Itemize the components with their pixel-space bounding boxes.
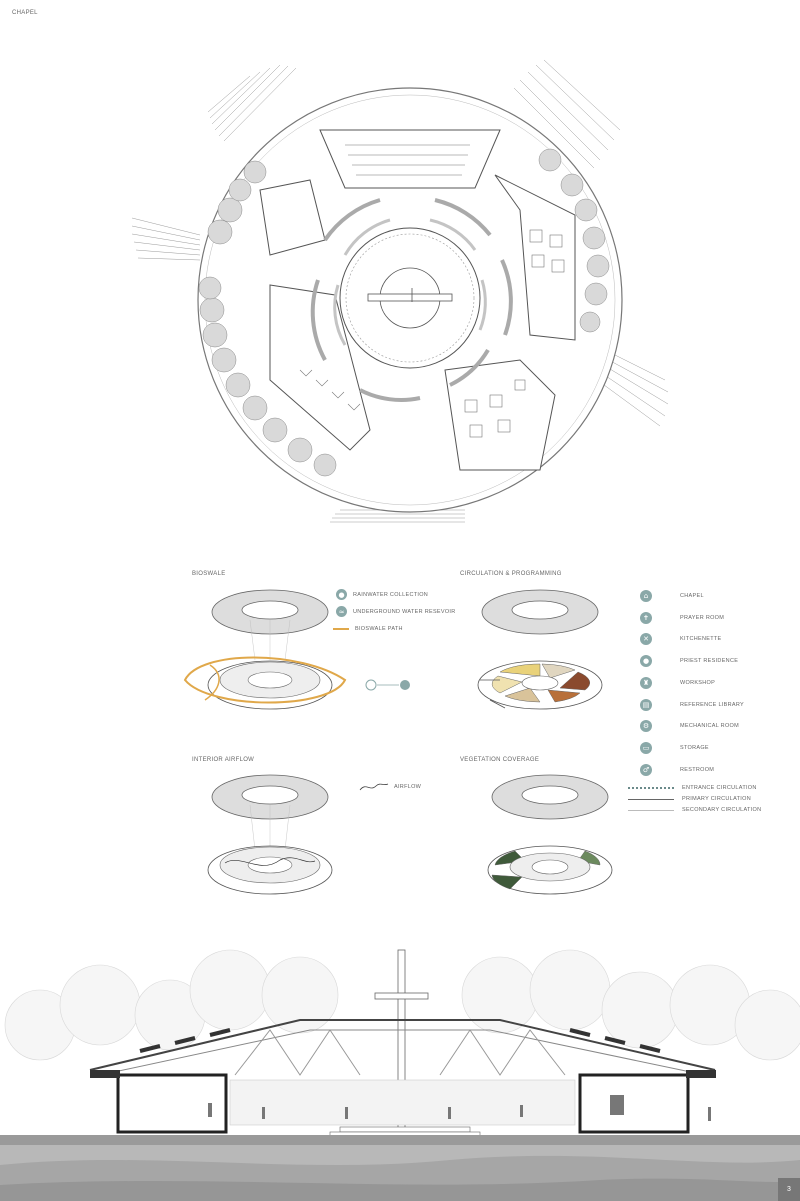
right-room: [578, 1073, 690, 1134]
legend-workshop: ♜ WORKSHOP: [640, 675, 715, 691]
airflow-legend: AIRFLOW: [358, 780, 421, 794]
legend-chapel: ⌂ CHAPEL: [640, 588, 704, 604]
airflow-diagram: [207, 774, 333, 895]
legend-storage: ▭ STORAGE: [640, 740, 709, 756]
bench-arcs: [310, 198, 513, 402]
workshop-icon: ♜: [640, 677, 652, 689]
gear-icon: ⚙: [640, 720, 652, 732]
cross-beam: [374, 992, 429, 1000]
circulation-diagram: [477, 589, 603, 710]
legend-primary-circulation: PRIMARY CIRCULATION: [628, 794, 751, 804]
people: [208, 1095, 711, 1121]
bioswale-diagram: [183, 589, 347, 710]
orange-line-swatch: [333, 628, 349, 630]
water-tank-icon: ≈: [336, 606, 347, 617]
page-number: 3: [778, 1178, 800, 1201]
bioswale-path-line: [183, 656, 347, 704]
bioswale-legend-path: BIOSWALE PATH: [333, 626, 403, 632]
trees-left: [198, 160, 337, 477]
prayer-icon: ✝: [640, 612, 652, 624]
furniture: [299, 144, 565, 438]
rain-drop-icon: ●: [336, 589, 347, 600]
ground-slab: [0, 1135, 800, 1145]
airflow-title: INTERIOR AIRFLOW: [192, 757, 255, 763]
legend-mechanical-room: ⚙ MECHANICAL ROOM: [640, 718, 739, 734]
bioswale-title: BIOSWALE: [192, 571, 226, 577]
chapel-floor-plan: [131, 59, 669, 523]
restroom-icon: ♂: [640, 764, 652, 776]
legend-kitchenette: ✕ KITCHENETTE: [640, 631, 722, 647]
plan-title: CHAPEL: [12, 10, 38, 16]
legend-prayer-room: ✝ PRAYER ROOM: [640, 610, 724, 626]
person-icon: ●: [640, 655, 652, 667]
fan-slats-top-left: [207, 64, 297, 142]
fan-slats-top-right: [513, 59, 621, 169]
box-icon: ▭: [640, 742, 652, 754]
bioswale-flow-icons: [365, 678, 415, 697]
background-trees: [4, 949, 800, 1061]
circulation-title: CIRCULATION & PROGRAMMING: [460, 571, 562, 577]
dotted-line-swatch: [628, 787, 674, 789]
bioswale-legend-rain: ● RAINWATER COLLECTION: [336, 589, 428, 600]
trees-right: [538, 148, 610, 333]
building-section: [0, 949, 800, 1201]
thin-line-swatch: [628, 809, 674, 811]
fan-slats-right: [599, 349, 669, 427]
roof-panels: [139, 1028, 661, 1053]
fan-slats-left: [131, 217, 201, 261]
altar-table: [367, 293, 453, 302]
vegetation-diagram: [487, 774, 613, 895]
bioswale-legend-reservoir: ≈ UNDERGROUND WATER RESEVOIR: [336, 606, 456, 617]
roof-line: [89, 1019, 716, 1071]
legend-entrance-circulation: ENTRANCE CIRCULATION: [628, 783, 757, 793]
chapel-icon: ⌂: [640, 590, 652, 602]
airflow-icon: [359, 783, 389, 791]
utensils-icon: ✕: [640, 633, 652, 645]
trusses: [234, 1029, 566, 1076]
building-segments: [259, 129, 576, 471]
solid-line-swatch: [628, 798, 674, 800]
vegetation-title: VEGETATION COVERAGE: [460, 757, 540, 763]
legend-priest-residence: ● PRIEST RESIDENCE: [640, 653, 738, 669]
legend-reference-library: ▤ REFERENCE LIBRARY: [640, 697, 744, 713]
legend-secondary-circulation: SECONDARY CIRCULATION: [628, 805, 761, 815]
legend-restroom: ♂ RESTROOM: [640, 762, 714, 778]
book-icon: ▤: [640, 699, 652, 711]
